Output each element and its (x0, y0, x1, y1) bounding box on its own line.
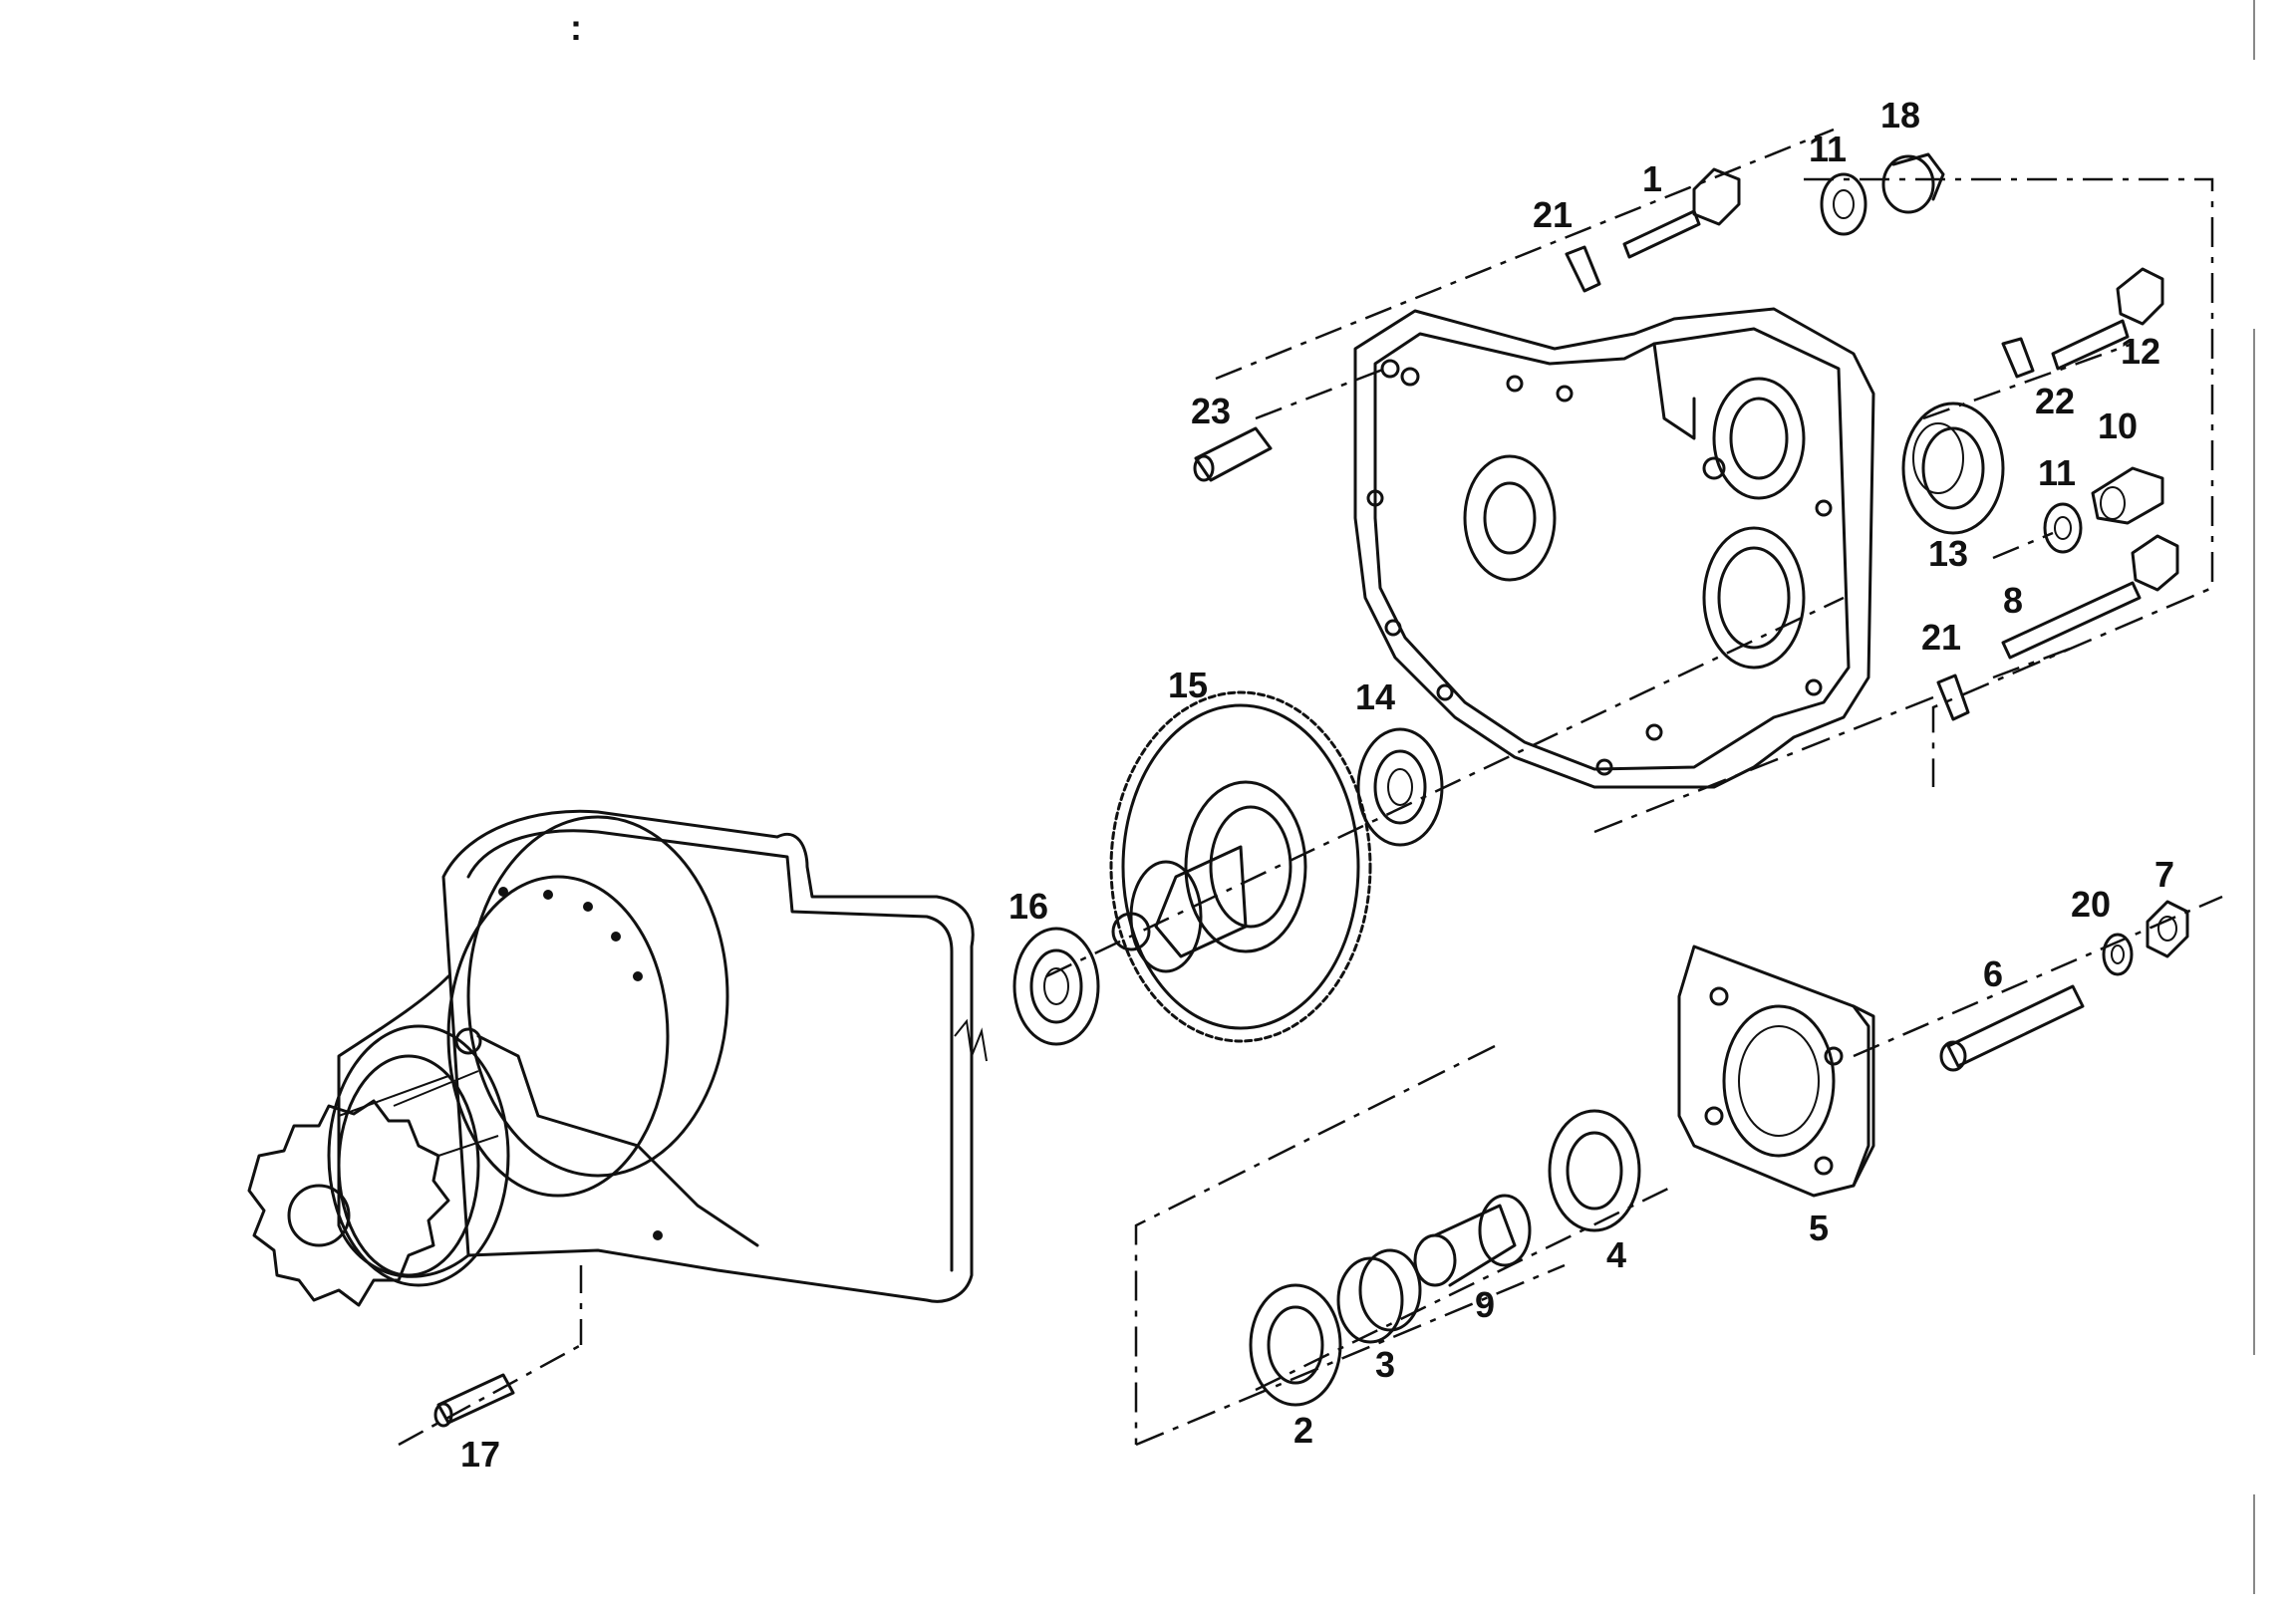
callout-6: 6 (1983, 953, 2003, 994)
callouts: 1 2 3 4 5 6 7 8 9 10 11 11 12 13 14 15 1… (460, 95, 2174, 1475)
stud-6 (1939, 984, 2085, 1072)
pin-17 (433, 1373, 515, 1428)
callout-21-top: 21 (1533, 194, 1573, 235)
callout-1: 1 (1642, 158, 1662, 199)
callout-13: 13 (1928, 533, 1968, 574)
callout-7: 7 (2154, 854, 2174, 895)
bearing-4 (1548, 1109, 1641, 1232)
callout-21-bottom: 21 (1921, 617, 1961, 658)
bearing-16 (1012, 927, 1100, 1046)
lock-plate-21-top (1565, 245, 1601, 293)
callout-3: 3 (1375, 1344, 1395, 1385)
callout-9: 9 (1475, 1284, 1495, 1325)
fitting-10 (2091, 466, 2164, 525)
cover-housing (1353, 307, 1875, 789)
nut-7 (2146, 900, 2189, 958)
callout-15: 15 (1168, 665, 1208, 705)
callout-14: 14 (1355, 676, 1395, 717)
plug-18 (1881, 152, 1945, 214)
gearbox-housing (247, 809, 988, 1307)
washer-11-top (1820, 172, 1867, 236)
callout-12: 12 (2121, 331, 2160, 372)
bearing-2 (1249, 1283, 1342, 1407)
callout-17: 17 (460, 1434, 500, 1475)
lock-plate-22 (2001, 337, 2035, 379)
bolt-12 (2051, 267, 2164, 371)
assembly-boundary-lower (1134, 1044, 1566, 1447)
lock-plate-21-bottom (1936, 674, 1970, 721)
seal-13 (1901, 402, 2005, 535)
bolt-8 (2001, 534, 2179, 660)
callout-16: 16 (1008, 886, 1048, 927)
spacer-3 (1336, 1248, 1422, 1344)
callout-20: 20 (2071, 884, 2111, 925)
callout-23: 23 (1191, 391, 1231, 431)
gear-15 (1109, 690, 1372, 1043)
stray-mark: : (570, 7, 582, 48)
callout-11-right: 11 (2038, 452, 2076, 493)
callout-10: 10 (2098, 405, 2138, 446)
shaft-9 (1413, 1194, 1532, 1287)
callout-4: 4 (1606, 1234, 1626, 1275)
callout-2: 2 (1293, 1410, 1313, 1451)
bolt-1 (1622, 167, 1741, 259)
bearing-14 (1356, 727, 1444, 847)
callout-18: 18 (1880, 95, 1920, 135)
washer-11-right (2043, 502, 2083, 554)
dowel-23 (1193, 426, 1273, 482)
callout-11-top: 11 (1809, 129, 1847, 169)
washer-20 (2102, 933, 2134, 976)
callout-22: 22 (2035, 381, 2075, 421)
assembly-boundary-upper (1593, 177, 2214, 834)
callout-8: 8 (2003, 580, 2023, 621)
center-lines (398, 128, 2223, 1447)
callout-5: 5 (1809, 1208, 1829, 1248)
flange-plate-5 (1677, 944, 1875, 1198)
